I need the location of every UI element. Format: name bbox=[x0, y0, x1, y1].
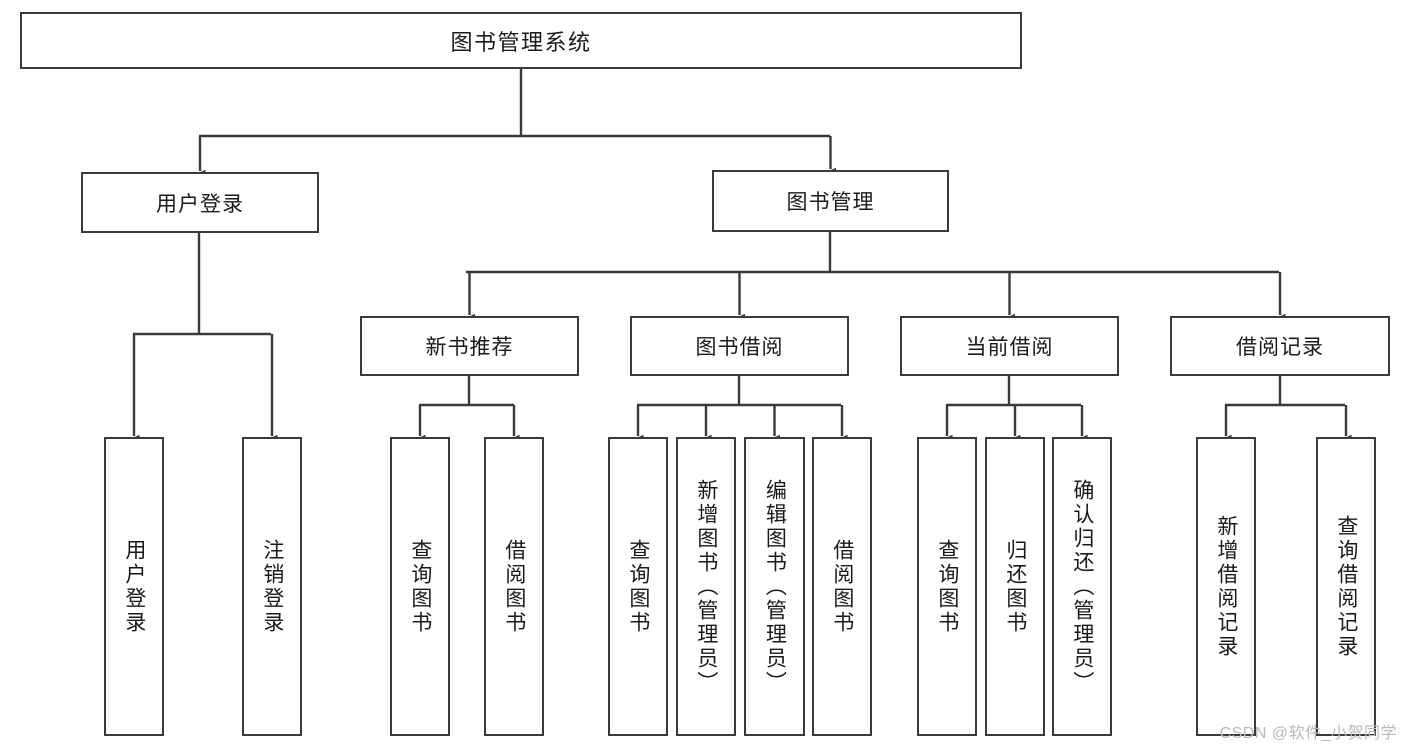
leaf-user-login[interactable]: 用户登录 bbox=[104, 437, 164, 736]
leaf-add-book-admin[interactable]: 新增图书（管理员） bbox=[676, 437, 736, 736]
node-borrow-records[interactable]: 借阅记录 bbox=[1170, 316, 1390, 376]
node-label: 新增借阅记录 bbox=[1214, 514, 1238, 659]
node-label: 当前借阅 bbox=[965, 336, 1054, 359]
leaf-logout[interactable]: 注销登录 bbox=[242, 437, 302, 736]
node-label: 图书借阅 bbox=[695, 336, 784, 359]
node-root[interactable]: 图书管理系统 bbox=[20, 12, 1022, 69]
leaf-borrow-books[interactable]: 借阅图书 bbox=[812, 437, 872, 736]
node-label: 查询图书 bbox=[935, 538, 959, 635]
node-label: 图书管理 bbox=[786, 191, 875, 214]
leaf-return-books[interactable]: 归还图书 bbox=[985, 437, 1045, 736]
leaf-query-books-current[interactable]: 查询图书 bbox=[917, 437, 977, 736]
node-label: 查询图书 bbox=[626, 538, 650, 635]
node-label: 归还图书 bbox=[1003, 538, 1027, 635]
leaf-borrow-books-recommend[interactable]: 借阅图书 bbox=[484, 437, 544, 736]
node-label: 查询图书 bbox=[408, 538, 432, 635]
node-book-borrow[interactable]: 图书借阅 bbox=[630, 316, 849, 376]
node-book-management[interactable]: 图书管理 bbox=[712, 170, 949, 232]
node-label: 注销登录 bbox=[260, 538, 284, 635]
node-label: 图书管理系统 bbox=[450, 29, 592, 55]
watermark: CSDN @软件_小贺同学 bbox=[1219, 725, 1397, 742]
leaf-query-books-recommend[interactable]: 查询图书 bbox=[390, 437, 450, 736]
node-current-borrow[interactable]: 当前借阅 bbox=[900, 316, 1119, 376]
node-new-book-recommend[interactable]: 新书推荐 bbox=[360, 316, 579, 376]
node-label: 用户登录 bbox=[156, 192, 244, 216]
node-label: 新增图书（管理员） bbox=[694, 478, 718, 695]
node-label: 查询借阅记录 bbox=[1334, 514, 1358, 659]
node-label: 借阅记录 bbox=[1236, 336, 1324, 359]
node-label: 借阅图书 bbox=[830, 538, 854, 635]
node-label: 新书推荐 bbox=[425, 336, 514, 359]
node-label: 借阅图书 bbox=[502, 538, 526, 635]
node-label: 用户登录 bbox=[122, 538, 146, 635]
node-label: 确认归还（管理员） bbox=[1070, 478, 1094, 695]
leaf-add-borrow-record[interactable]: 新增借阅记录 bbox=[1196, 437, 1256, 736]
leaf-confirm-return-admin[interactable]: 确认归还（管理员） bbox=[1052, 437, 1112, 736]
leaf-edit-book-admin[interactable]: 编辑图书（管理员） bbox=[744, 437, 805, 736]
leaf-query-borrow-record[interactable]: 查询借阅记录 bbox=[1316, 437, 1376, 736]
node-label: 编辑图书（管理员） bbox=[763, 478, 787, 695]
node-user-login[interactable]: 用户登录 bbox=[81, 172, 319, 233]
leaf-query-books[interactable]: 查询图书 bbox=[608, 437, 668, 736]
